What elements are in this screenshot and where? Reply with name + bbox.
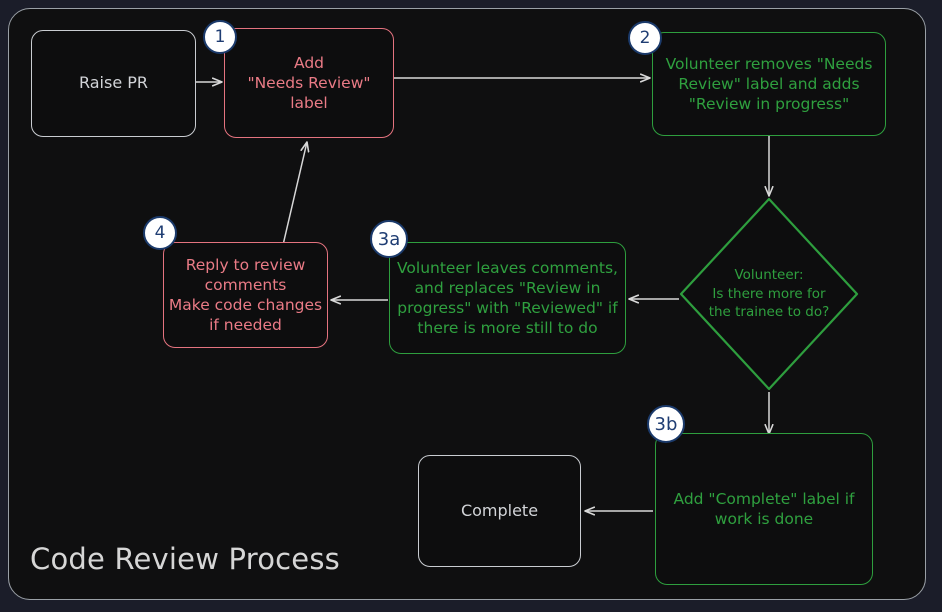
node-volunteer-leaves-comments-text: Volunteer leaves comments, and replaces … (397, 258, 618, 338)
node-add-complete-label-text: Add "Complete" label if work is done (673, 489, 855, 528)
node-decision-more-for-trainee[interactable]: Volunteer: Is there more for the trainee… (678, 196, 860, 392)
node-complete[interactable]: Complete (418, 455, 581, 567)
step-badge-3a: 3a (370, 220, 408, 258)
step-badge-3b-label: 3b (654, 413, 678, 435)
step-badge-4: 4 (143, 216, 177, 250)
node-raise-pr-label: Raise PR (78, 73, 149, 93)
node-add-needs-review-label[interactable]: Add "Needs Review" label (224, 28, 394, 138)
node-add-complete-label[interactable]: Add "Complete" label if work is done (655, 433, 873, 585)
node-add-needs-review-label-text: Add "Needs Review" label (247, 53, 371, 113)
node-volunteer-leaves-comments[interactable]: Volunteer leaves comments, and replaces … (389, 242, 626, 354)
node-raise-pr[interactable]: Raise PR (31, 30, 196, 137)
node-volunteer-removes-needs-review[interactable]: Volunteer removes "Needs Review" label a… (652, 32, 886, 136)
node-volunteer-removes-needs-review-text: Volunteer removes "Needs Review" label a… (665, 54, 873, 114)
step-badge-4-label: 4 (154, 223, 166, 243)
step-badge-2: 2 (628, 21, 662, 55)
step-badge-1: 1 (203, 20, 237, 54)
step-badge-2-label: 2 (639, 28, 651, 48)
step-badge-3a-label: 3a (377, 228, 401, 250)
node-complete-label: Complete (460, 500, 539, 520)
step-badge-3b: 3b (647, 405, 685, 443)
step-badge-1-label: 1 (214, 27, 226, 47)
node-decision-more-for-trainee-text: Volunteer: Is there more for the trainee… (708, 267, 830, 321)
diamond-shape (679, 197, 859, 391)
node-reply-to-review-comments[interactable]: Reply to review comments Make code chang… (163, 242, 328, 348)
diagram-title: Code Review Process (30, 542, 340, 576)
node-reply-to-review-comments-text: Reply to review comments Make code chang… (168, 255, 323, 335)
